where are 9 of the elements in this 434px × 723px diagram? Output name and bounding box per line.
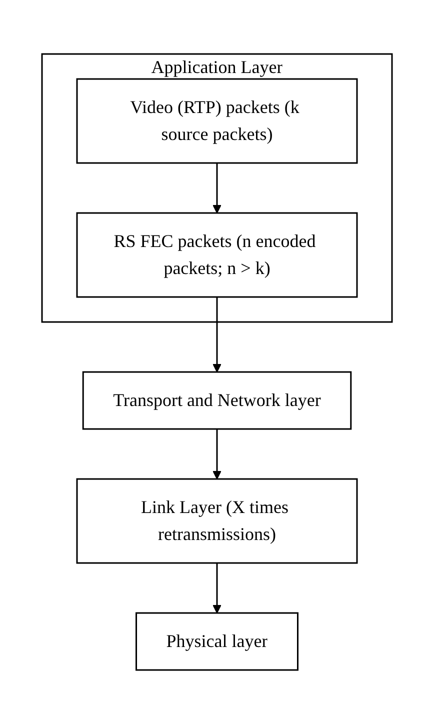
arrow: [212, 162, 222, 213]
node-box: Physical layer: [136, 612, 298, 670]
node-box: Video (RTP) packets (k source packets): [76, 78, 358, 164]
node-box: RS FEC packets (n encoded packets; n > k): [76, 212, 358, 298]
arrow: [212, 296, 222, 372]
arrow: [212, 428, 222, 479]
arrow: [212, 562, 222, 613]
node-box: Transport and Network layer: [82, 370, 352, 430]
node-box: Link Layer (X times retransmissions): [76, 478, 358, 564]
